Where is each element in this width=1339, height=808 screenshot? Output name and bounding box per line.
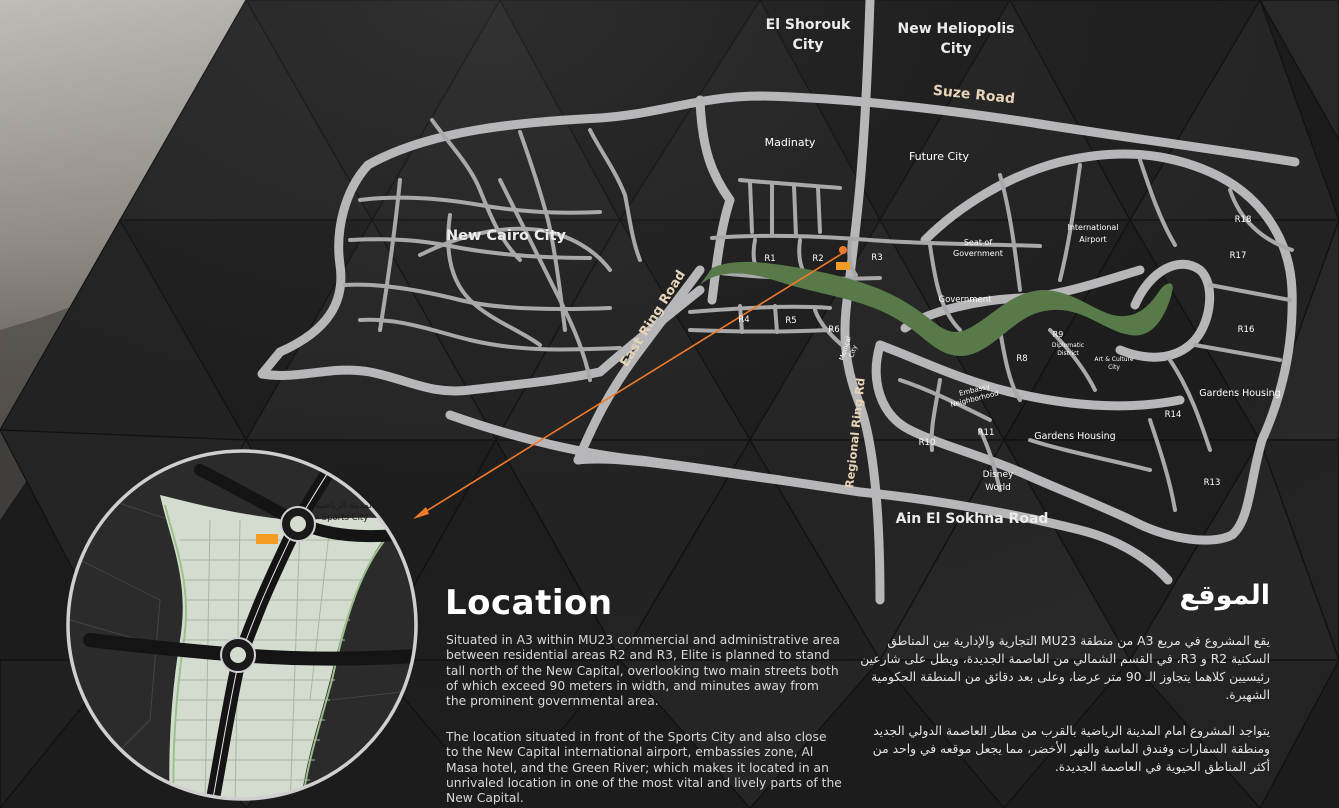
district-art-culture: Art & Culture <box>1094 356 1134 363</box>
label-ain-sokhna: Ain El Sokhna Road <box>896 511 1049 527</box>
district-international-airport: International <box>1067 223 1118 232</box>
district-r13: R13 <box>1204 478 1221 488</box>
south-arterial <box>573 454 785 485</box>
sports-city-inset: المدينة الرياضية Sports City <box>66 449 418 801</box>
district-gardens-housing-east: Gardens Housing <box>1199 388 1280 399</box>
district-r10: R10 <box>919 438 936 448</box>
regional-ring-road <box>840 0 885 605</box>
capital-inner-loop <box>1115 259 1215 362</box>
district-seat-of-government: Seat of <box>964 238 992 247</box>
district-seat-of-government-2: Government <box>953 249 1003 258</box>
green-river <box>700 261 1173 356</box>
location-paragraph-ar-1: يقع المشروع في مربع A3 من منطقة MU23 الت… <box>860 634 1270 702</box>
location-title-en: Location <box>445 583 613 623</box>
new-cairo-outer-ring <box>257 160 705 396</box>
district-diplomatic: Diplomatic <box>1052 342 1084 349</box>
district-r17: R17 <box>1230 251 1247 261</box>
pointer-arrow <box>413 252 844 519</box>
label-new-heliopolis-2: City <box>941 41 972 57</box>
district-medical-city-2: City <box>847 344 859 359</box>
district-r18: R18 <box>1235 215 1252 225</box>
capital-south-arterial <box>875 340 1185 411</box>
inset-frame <box>66 449 418 801</box>
east-ring-road <box>573 265 705 465</box>
label-new-cairo: New Cairo City <box>446 228 567 244</box>
ain-sokhna-road <box>445 410 1173 585</box>
road-network <box>257 0 1300 605</box>
district-r16: R16 <box>1238 325 1255 335</box>
district-disney-2: World <box>985 483 1011 493</box>
label-el-shorouk: El Shorouk <box>766 17 851 33</box>
project-plot <box>836 262 850 270</box>
district-r11: R11 <box>978 428 995 438</box>
district-r1: R1 <box>764 254 775 264</box>
location-paragraph-ar-2: يتواجد المشروع امام المدينة الرياضية بال… <box>872 724 1270 774</box>
label-madinaty: Madinaty <box>765 136 816 149</box>
district-r6: R6 <box>828 325 839 335</box>
arrow-head-icon <box>413 507 429 519</box>
suze-road <box>363 91 1300 170</box>
district-r8: R8 <box>1016 354 1027 364</box>
inset-label-en: Sports City <box>322 513 369 523</box>
district-international-airport-2: Airport <box>1079 235 1106 244</box>
location-paragraph-en-2: The location situated in front of the Sp… <box>446 730 842 806</box>
location-title-ar: الموقع <box>1179 580 1270 611</box>
district-r2: R2 <box>812 254 823 264</box>
label-future-city: Future City <box>909 150 970 163</box>
district-disney: Disney <box>983 470 1014 480</box>
district-r4: R4 <box>738 315 749 325</box>
district-r3: R3 <box>871 253 882 263</box>
project-location-marker <box>836 246 850 270</box>
inset-label-ar: المدينة الرياضية <box>316 501 375 511</box>
district-r5: R5 <box>785 316 796 326</box>
district-government: Government <box>938 295 992 305</box>
district-r9: R9 <box>1053 330 1064 339</box>
label-new-heliopolis: New Heliopolis <box>897 21 1014 37</box>
minor-streets <box>343 118 1294 512</box>
label-el-shorouk-2: City <box>793 37 824 53</box>
district-gardens-housing-south: Gardens Housing <box>1034 431 1115 442</box>
location-paragraph-en-1: Situated in A3 within MU23 commercial an… <box>446 633 840 709</box>
district-art-culture-2: City <box>1108 364 1120 371</box>
capital-outer-ring <box>871 149 1297 545</box>
inset-project-plot <box>256 534 278 544</box>
district-r14: R14 <box>1165 410 1182 420</box>
inset-street-edges <box>209 451 346 799</box>
location-pin-icon <box>839 246 847 254</box>
district-diplomatic-2: District <box>1057 350 1079 357</box>
